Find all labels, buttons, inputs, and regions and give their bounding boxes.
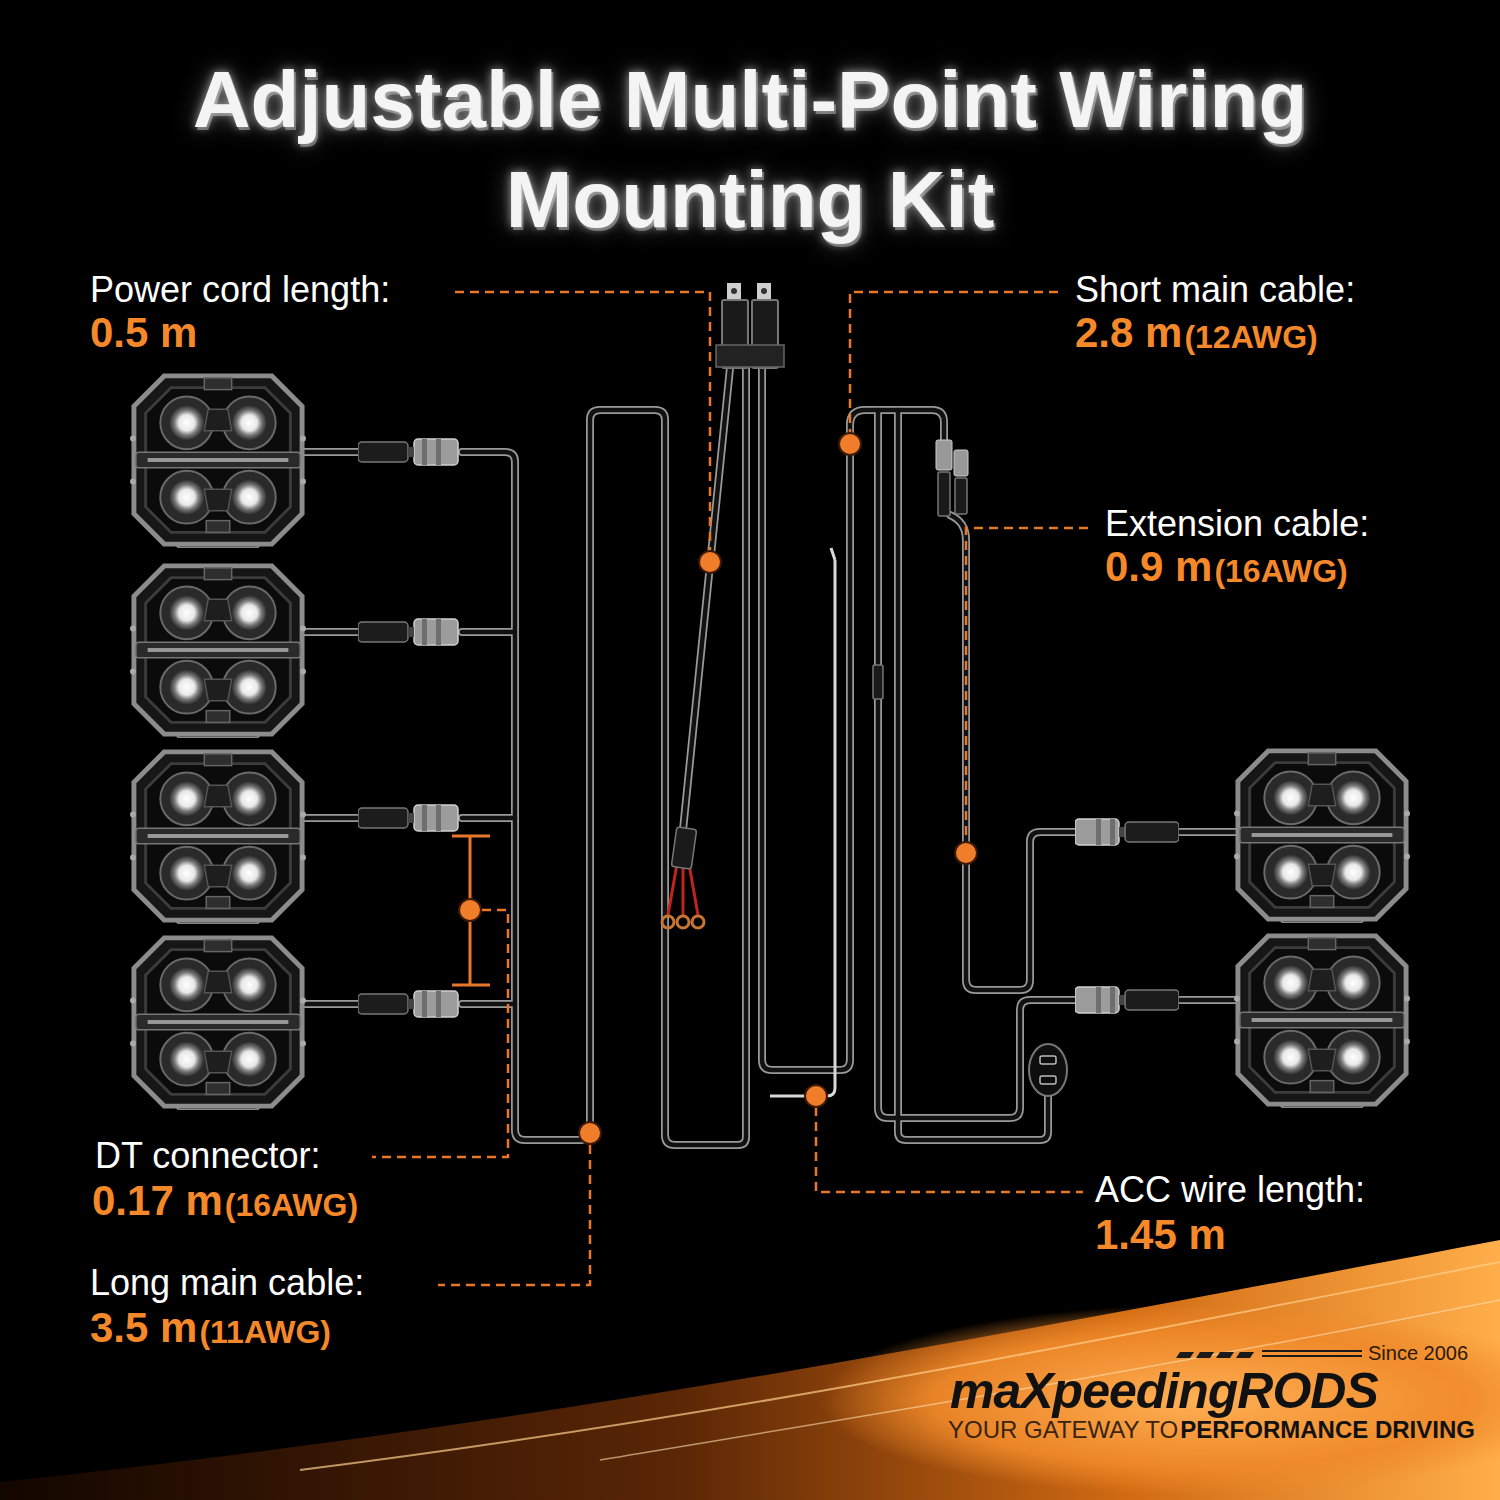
fuse-and-ring-terminals	[677, 916, 689, 928]
fuse-and-ring-terminals	[662, 916, 674, 928]
wire-gauge: (16AWG)	[1214, 555, 1347, 587]
dimension: 0.17 m	[92, 1180, 223, 1222]
relay	[716, 283, 784, 368]
caption: Short main cable:	[1075, 272, 1355, 308]
switch	[1029, 1044, 1067, 1096]
switch	[1029, 1044, 1067, 1096]
dt-connectors	[358, 439, 458, 465]
callout-dots	[955, 842, 977, 864]
glow-band	[1216, 1352, 1234, 1358]
dimension: 3.5 m	[90, 1307, 197, 1349]
dimension: 0.5 m	[90, 312, 197, 354]
dt-bracket	[452, 836, 490, 985]
light-pods	[130, 376, 306, 548]
light-pods	[130, 376, 1410, 1110]
brand-logo: maXpeedingRODS	[950, 1366, 1378, 1416]
dimension: 0.9 m	[1105, 546, 1212, 588]
wire-gauge: (11AWG)	[199, 1316, 331, 1348]
light-pods	[130, 566, 306, 738]
dt-connectors	[1075, 987, 1179, 1013]
splitter-connectors	[955, 478, 967, 514]
glow-band	[1236, 1352, 1254, 1358]
light-pods	[1234, 751, 1410, 923]
dimension: 2.8 m	[1075, 312, 1182, 354]
callout-dots	[805, 1085, 827, 1107]
wire-harness	[300, 368, 1240, 1145]
callout-dots	[459, 433, 977, 1144]
caption: Power cord length:	[90, 272, 390, 308]
wire-harness	[300, 368, 1240, 1145]
leader-lines	[372, 292, 1088, 1285]
light-pods	[1234, 936, 1410, 1108]
fuse-and-ring-terminals	[692, 916, 704, 928]
relay	[716, 345, 784, 367]
wire-harness	[831, 548, 835, 560]
splitter-connectors	[936, 440, 952, 470]
relay	[731, 288, 737, 294]
brand-year: Since 2006	[1368, 1343, 1468, 1363]
glow-band	[600, 1300, 1500, 1460]
leader-lines	[850, 292, 1058, 433]
leader-lines	[966, 528, 1088, 841]
switch	[1040, 1056, 1056, 1064]
splitter-connectors	[873, 440, 968, 699]
fuse-and-ring-terminals	[671, 827, 696, 869]
dt-connectors	[358, 619, 458, 645]
leader-lines	[438, 1145, 590, 1285]
glow-band	[0, 1240, 1500, 1500]
dt-bracket	[452, 836, 490, 985]
title: Adjustable Multi-Point Wiring Mounting K…	[100, 50, 1400, 250]
light-pods	[130, 938, 306, 1110]
light-pods	[130, 752, 306, 924]
glow-band	[1176, 1350, 1362, 1358]
wire-gauge: (12AWG)	[1184, 321, 1317, 353]
leader-lines	[816, 1107, 1083, 1192]
callout-dots	[839, 433, 861, 455]
callout-dots	[699, 551, 721, 573]
dt-connectors	[358, 991, 458, 1017]
glow-band	[1176, 1352, 1194, 1358]
splitter-connectors	[873, 665, 883, 699]
caption: DT connector:	[95, 1138, 320, 1174]
glow-band	[1262, 1350, 1362, 1352]
glow-band	[300, 1262, 1500, 1470]
glow-band	[1262, 1355, 1362, 1357]
dt-connectors	[358, 439, 1179, 1017]
caption: Long main cable:	[90, 1265, 364, 1301]
wire-harness	[770, 560, 835, 1096]
glow-band	[820, 1305, 1500, 1495]
caption: Extension cable:	[1105, 506, 1369, 542]
dt-connectors	[358, 805, 458, 831]
wire-gauge: (16AWG)	[225, 1189, 358, 1221]
splitter-connectors	[954, 450, 968, 476]
dt-connectors	[1075, 819, 1179, 845]
fuse-and-ring-terminals	[662, 827, 704, 928]
brand-tagline: PERFORMANCE DRIVING	[1180, 1418, 1475, 1442]
leader-lines	[372, 910, 508, 1157]
wire-harness	[300, 368, 1240, 1145]
glow-band	[1196, 1352, 1214, 1358]
relay	[761, 288, 767, 294]
callout-dots	[459, 899, 481, 921]
caption: ACC wire length:	[1095, 1172, 1365, 1208]
brand-tagline: YOUR GATEWAY TO	[948, 1418, 1178, 1442]
callout-dots	[579, 1122, 601, 1144]
splitter-connectors	[938, 472, 950, 516]
switch	[1040, 1076, 1056, 1084]
leader-lines	[455, 292, 710, 551]
dimension: 1.45 m	[1095, 1214, 1226, 1256]
